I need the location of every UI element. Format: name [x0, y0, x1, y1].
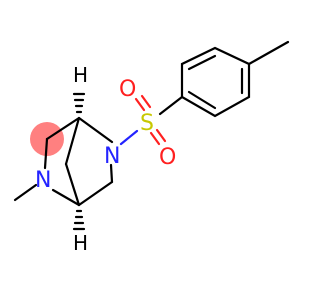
benzene-ring — [180, 46, 251, 118]
aromatic-bond-1 — [187, 54, 217, 71]
bond-ch2-to-bridgehead-bottom — [77, 180, 114, 207]
bond-ch2-to-bridgehead-top — [45, 116, 81, 141]
bond-n-right-to-s — [119, 129, 139, 146]
bond-n-right-to-ch2 — [109, 163, 114, 184]
bond-s-o-top-b — [140, 94, 152, 109]
bond-s-o-top-a — [134, 97, 146, 112]
bond-ring-to-methyl — [247, 40, 290, 66]
bond-bridgehead-top-to-n-right — [77, 116, 114, 144]
bond-bridge-ch2-to-bottom — [64, 162, 81, 207]
bond-s-o-bottom-b — [155, 128, 167, 143]
sulfur-label: S — [140, 111, 154, 136]
bond-n-left-to-bridgehead-bottom — [51, 188, 81, 207]
molecule-structure: N N S O O H H — [13, 40, 290, 255]
hydrogen-label-top: H — [73, 63, 88, 87]
hashed-wedge-top-h — [72, 92, 86, 114]
bond-bridge-top-to-ch2 — [64, 116, 81, 166]
oxygen-label-top: O — [119, 77, 136, 102]
nitrogen-label-left: N — [35, 168, 51, 193]
hashed-wedge-bottom-h — [72, 209, 86, 231]
oxygen-label-bottom: O — [159, 145, 176, 170]
bond-s-o-bottom-a — [149, 131, 161, 146]
bond-s-to-ring — [158, 95, 184, 116]
nitrogen-label-right: N — [104, 144, 120, 169]
bond-n-left-to-methyl — [13, 183, 38, 202]
bond-ch2-to-n-left — [43, 137, 49, 170]
aromatic-bond-3 — [187, 90, 217, 110]
hydrogen-label-bottom: H — [73, 231, 88, 255]
